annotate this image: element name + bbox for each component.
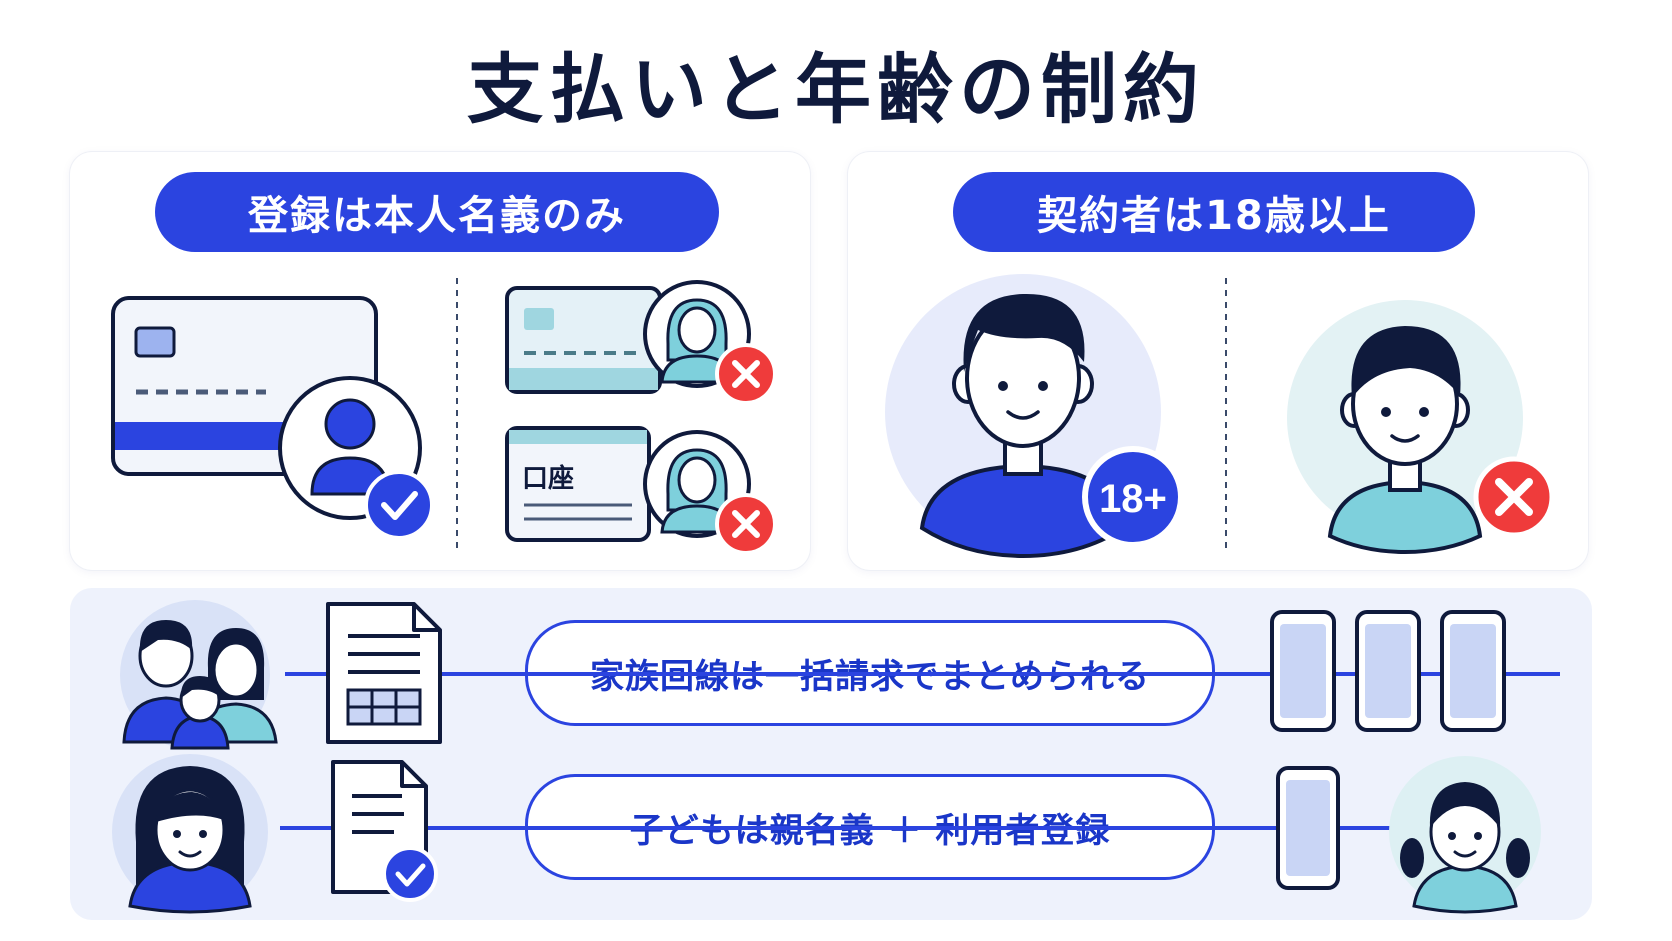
row-pill-child-registration: 子どもは親名義 ＋ 利用者登録 bbox=[525, 774, 1215, 880]
right-panel-pill: 契約者は18歳以上 bbox=[953, 172, 1475, 252]
page-title: 支払いと年齢の制約 bbox=[467, 45, 1205, 134]
row-pill-family-billing: 家族回線は一括請求でまとめられる bbox=[525, 620, 1215, 726]
account-label: 口座 bbox=[522, 464, 575, 494]
left-panel-pill: 登録は本人名義のみ bbox=[155, 172, 719, 252]
